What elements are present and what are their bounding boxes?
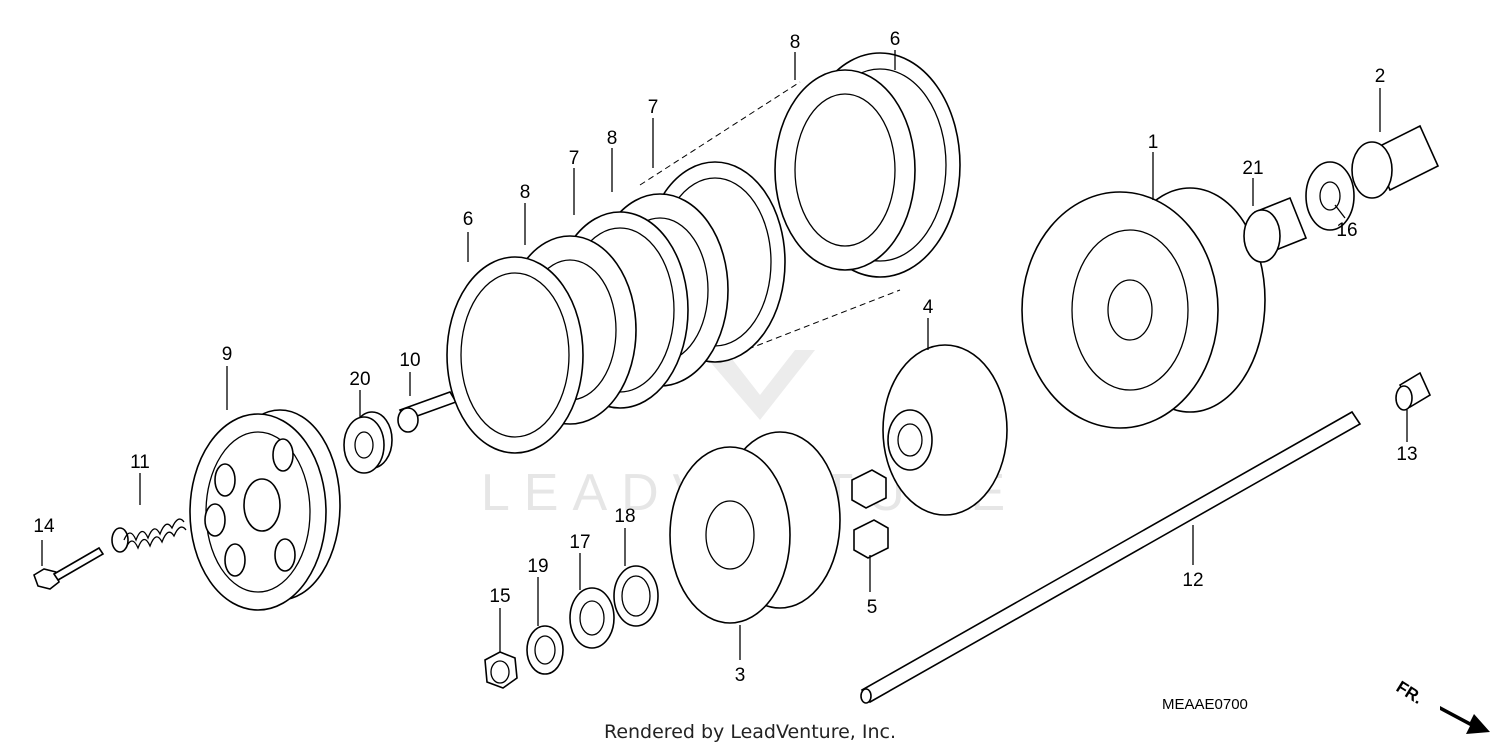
part-21-needle-bearing [1243, 196, 1308, 263]
callout-14: 14 [33, 516, 55, 537]
part-6-friction-disc-front [446, 256, 584, 454]
callout-7-front: 7 [569, 148, 580, 169]
callouts: 1 2 3 4 5 6 6 7 7 8 8 8 9 10 11 12 13 14… [33, 29, 1417, 686]
callout-9: 9 [222, 344, 233, 365]
callout-12: 12 [1182, 570, 1203, 591]
part-13-collar [1395, 371, 1432, 411]
leader-lines [41, 50, 1408, 660]
callout-4: 4 [923, 297, 934, 318]
front-direction-label: FR. [1393, 677, 1426, 708]
callout-13: 13 [1396, 444, 1417, 465]
part-3-clutch-center [669, 431, 841, 624]
part-16-washer [1305, 161, 1355, 231]
callout-20: 20 [349, 369, 370, 390]
part-9-pressure-plate [189, 409, 341, 611]
part-1-clutch-outer [1021, 187, 1266, 429]
callout-3: 3 [735, 665, 746, 686]
part-15-nut [484, 651, 518, 689]
diagram-code: MEAAE0700 [1162, 696, 1248, 713]
callout-8-mid: 8 [607, 128, 618, 149]
callout-11: 11 [130, 452, 150, 473]
callout-7-rear: 7 [648, 97, 659, 118]
callout-16: 16 [1336, 220, 1357, 241]
front-direction-arrow: FR. [1393, 677, 1490, 734]
part-10-lifter-rod [397, 391, 458, 433]
callout-8-rear: 8 [790, 32, 801, 53]
callout-19: 19 [527, 556, 548, 577]
callout-8-front: 8 [520, 182, 531, 203]
part-18-washer [613, 565, 659, 627]
callout-1: 1 [1148, 132, 1159, 153]
callout-10: 10 [399, 350, 420, 371]
part-20-bearing [343, 411, 393, 474]
callout-6-front: 6 [463, 209, 474, 230]
callout-5: 5 [867, 597, 878, 618]
callout-15: 15 [489, 586, 510, 607]
part-14-bolt [33, 546, 105, 590]
part-12-push-rod [860, 410, 1362, 704]
callout-17: 17 [569, 532, 590, 553]
callout-21: 21 [1242, 158, 1263, 179]
callout-6-rear: 6 [890, 29, 901, 50]
part-4-spring-seat [882, 344, 1008, 516]
render-credit: Rendered by LeadVenture, Inc. [604, 721, 896, 743]
part-2-collar [1351, 124, 1440, 199]
part-11-spring [111, 518, 187, 553]
part-5-judder-weights [851, 469, 889, 559]
callout-2: 2 [1375, 66, 1386, 87]
part-8-clutch-plate-rear [774, 69, 916, 271]
part-17-washer [569, 587, 615, 649]
part-19-washer [526, 625, 564, 675]
callout-18: 18 [614, 506, 635, 527]
